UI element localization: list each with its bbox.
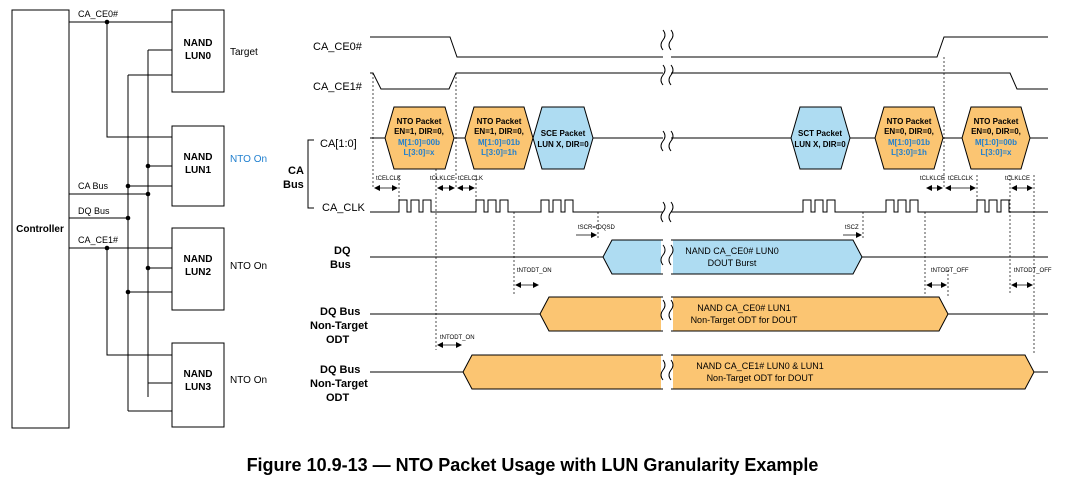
sce-l1: SCE Packet — [541, 129, 586, 138]
junction-dots — [104, 19, 151, 295]
nto3-l2: EN=0, DIR=0, — [884, 127, 934, 136]
odt2-label-3: ODT — [326, 392, 350, 404]
nto-packet-3-shape — [874, 106, 944, 170]
tntodt-on-1: tNTODT_ON — [517, 268, 552, 274]
timing-arrows — [374, 185, 1033, 348]
tntodt-off-1: tNTODT_OFF — [931, 268, 969, 274]
nto2-l3: M[1:0]=01b — [478, 138, 520, 147]
lun2-line2: LUN2 — [185, 267, 212, 278]
nto1-l3: M[1:0]=00b — [398, 138, 440, 147]
ca-signal-label: CA[1:0] — [320, 138, 357, 150]
ca-clk-waveform — [370, 199, 1048, 213]
lun3-box — [171, 342, 225, 428]
dq-signal-label-2: Bus — [330, 259, 351, 271]
nto-packet-4-shape — [961, 106, 1031, 170]
lun1-line1: NAND — [184, 152, 213, 163]
lun0-line2: LUN0 — [185, 51, 212, 62]
nto1-l1: NTO Packet — [397, 117, 442, 126]
lun2-tag: NTO On — [230, 261, 267, 272]
ce0-wire — [69, 21, 172, 138]
ca-group-label-1: CA — [288, 165, 304, 177]
dashed-guides — [372, 57, 1035, 355]
ce0-waveform — [370, 36, 1048, 58]
lun0-box — [171, 9, 225, 93]
packet-texts: NTO Packet EN=1, DIR=0, M[1:0]=00b L[3:0… — [394, 117, 1021, 157]
dq-burst-l2: DOUT Burst — [708, 258, 757, 268]
controller-label: Controller — [16, 224, 64, 235]
lun1-box — [171, 125, 225, 207]
ce0-signal-label: CA_CE0# — [313, 41, 363, 53]
ce1-signal-label: CA_CE1# — [313, 81, 363, 93]
clk-signal-label: CA_CLK — [322, 202, 365, 214]
lun1-line2: LUN1 — [185, 165, 212, 176]
nto3-l1: NTO Packet — [887, 117, 932, 126]
tscr: tSCR=tDQSD — [578, 225, 616, 231]
odt2-l2: Non-Target ODT for DOUT — [707, 373, 814, 383]
ca-bus-label: CA Bus — [78, 181, 109, 191]
ce1-wire — [69, 247, 172, 356]
lun3-tag: NTO On — [230, 375, 267, 386]
tcelclk-1: tCELCLK — [376, 176, 401, 182]
tclklce-2: tCLKLCE — [920, 176, 945, 182]
tcelclk-3: tCELCLK — [948, 176, 973, 182]
tntodt-off-2: tNTODT_OFF — [1014, 268, 1052, 274]
ce1-wire-label: CA_CE1# — [78, 235, 118, 245]
sce-l2: LUN X, DIR=0 — [537, 140, 589, 149]
ca-group-label-2: Bus — [283, 179, 304, 191]
tcelclk-2: tCELCLK — [458, 176, 483, 182]
timing-figure: Controller NAND LUN0 Target NAND LUN1 NT… — [11, 9, 1052, 429]
lun1-tag: NTO On — [230, 154, 267, 165]
dq-signal-label-1: DQ — [334, 245, 351, 257]
sct-l2: LUN X, DIR=0 — [794, 140, 846, 149]
nto3-l4: L[3:0]=1h — [891, 148, 927, 157]
dq-bus-label: DQ Bus — [78, 206, 110, 216]
lun0-tag: Target — [230, 47, 258, 58]
tclklce-1: tCLKLCE — [430, 176, 455, 182]
figure-caption: Figure 10.9-13 — NTO Packet Usage with L… — [246, 455, 819, 475]
odt1-l1: NAND CA_CE0# LUN1 — [697, 303, 791, 313]
lun0-line1: NAND — [184, 38, 213, 49]
sct-packet-shape — [790, 106, 851, 170]
odt2-label-1: DQ Bus — [320, 364, 360, 376]
lun3-line2: LUN3 — [185, 382, 212, 393]
ca-group-bracket — [307, 139, 314, 209]
nto4-l1: NTO Packet — [974, 117, 1019, 126]
lun3-line1: NAND — [184, 369, 213, 380]
odt2-label-2: Non-Target — [310, 378, 368, 390]
nto2-l2: EN=1, DIR=0, — [474, 127, 524, 136]
nto1-l4: L[3:0]=x — [404, 148, 435, 157]
lun2-line1: NAND — [184, 254, 213, 265]
odt1-label-1: DQ Bus — [320, 306, 360, 318]
nto3-l3: M[1:0]=01b — [888, 138, 930, 147]
odt2-l1: NAND CA_CE1# LUN0 & LUN1 — [696, 361, 824, 371]
nto2-l4: L[3:0]=1h — [481, 148, 517, 157]
tscz: tSCZ — [845, 225, 859, 231]
sce-packet-shape — [532, 106, 594, 170]
nto4-l4: L[3:0]=x — [981, 148, 1012, 157]
tclklce-3: tCLKLCE — [1005, 176, 1030, 182]
nto1-l2: EN=1, DIR=0, — [394, 127, 444, 136]
odt2-shape — [462, 354, 1035, 390]
nto4-l3: M[1:0]=00b — [975, 138, 1017, 147]
block-diagram — [11, 9, 225, 429]
ce1-waveform — [370, 72, 1048, 90]
odt1-l2: Non-Target ODT for DOUT — [691, 315, 798, 325]
sct-l1: SCT Packet — [798, 129, 842, 138]
time-break-markers — [660, 25, 674, 420]
lun2-box — [171, 227, 225, 311]
nto2-l1: NTO Packet — [477, 117, 522, 126]
odt1-label-3: ODT — [326, 334, 350, 346]
odt1-shape — [539, 296, 949, 332]
tntodt-on-2: tNTODT_ON — [440, 335, 475, 341]
dq-burst-l1: NAND CA_CE0# LUN0 — [685, 246, 779, 256]
odt1-label-2: Non-Target — [310, 320, 368, 332]
controller-box — [11, 9, 70, 429]
ca-packets — [384, 106, 1031, 170]
nto4-l2: EN=0, DIR=0, — [971, 127, 1021, 136]
ce0-wire-label: CA_CE0# — [78, 9, 118, 19]
nto-packet-1-shape — [384, 106, 455, 170]
